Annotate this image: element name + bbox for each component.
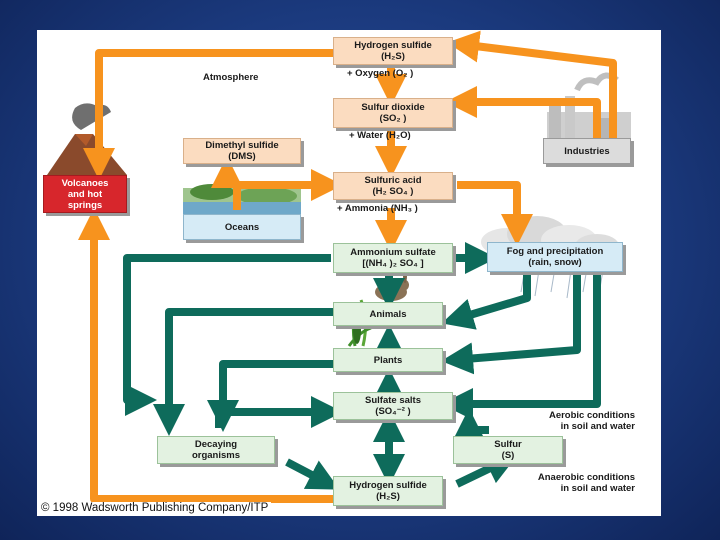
industries-box: Industries bbox=[543, 138, 631, 164]
box-label: Plants bbox=[373, 354, 403, 366]
box-formula: (H₂ SO₄ ) bbox=[372, 186, 414, 197]
aerobic-conditions-label: Aerobic conditions in soil and water bbox=[507, 410, 635, 432]
box-label: springs bbox=[67, 199, 103, 211]
box-label: Sulfate salts bbox=[365, 395, 421, 406]
volcano-illustration bbox=[47, 103, 127, 175]
volcanoes-hot-springs-box: Volcanoes and hot springs bbox=[43, 175, 127, 213]
oceans-box: Oceans bbox=[183, 214, 301, 240]
plants-box: Plants bbox=[333, 348, 443, 372]
box-label: Hydrogen sulfide bbox=[349, 480, 427, 491]
copyright-notice: © 1998 Wadsworth Publishing Company/ITP bbox=[38, 502, 272, 514]
box-formula: (SO₂ ) bbox=[379, 113, 407, 124]
volcano-emission-arrow bbox=[83, 49, 333, 180]
ammonium-sulfate-box: Ammonium sulfate [(NH₄ )₂ SO₄ ] bbox=[333, 243, 453, 273]
orange-arrows bbox=[78, 30, 617, 503]
h2so4-to-fog-arrow bbox=[457, 181, 533, 246]
fog-precipitation-box: Fog and precipitation (rain, snow) bbox=[487, 242, 623, 272]
decaying-organisms-box: Decaying organisms bbox=[157, 436, 275, 464]
animals-to-decaying-arrow bbox=[153, 308, 333, 436]
industry-plant-illustration bbox=[547, 72, 631, 138]
box-label: Sulfur bbox=[494, 439, 522, 450]
box-formula: (S) bbox=[501, 450, 515, 461]
sulfur-to-sulfate-arrow bbox=[453, 408, 489, 440]
box-label: Sulfuric acid bbox=[364, 175, 422, 186]
anaerobic-line-2: in soil and water bbox=[560, 483, 635, 494]
box-formula: (H₂S) bbox=[376, 491, 400, 502]
h2s-to-sulfur-arrow bbox=[455, 454, 518, 488]
atmosphere-label: Atmosphere bbox=[203, 72, 259, 83]
box-label: Sulfur dioxide bbox=[361, 102, 425, 113]
h2s-to-volcano-arrow bbox=[78, 208, 333, 503]
sulfuric-acid-box: Sulfuric acid (H₂ SO₄ ) bbox=[333, 172, 453, 200]
sulfate-salts-box: Sulfate salts (SO₄⁻² ) bbox=[333, 392, 453, 420]
sulfur-dioxide-box: Sulfur dioxide (SO₂ ) bbox=[333, 98, 453, 128]
dimethyl-sulfide-box: Dimethyl sulfide (DMS) bbox=[183, 138, 301, 164]
anaerobic-line-1: Anaerobic conditions bbox=[537, 472, 635, 483]
box-label: Fog and precipitation bbox=[506, 246, 604, 257]
box-label: and hot bbox=[67, 188, 103, 200]
box-label: Oceans bbox=[224, 221, 260, 233]
industries-to-h2s-arrow bbox=[447, 30, 617, 138]
hydrogen-sulfide-soil-box: Hydrogen sulfide (H₂S) bbox=[333, 476, 443, 506]
box-label: Decaying bbox=[194, 439, 238, 450]
decaying-to-sulfate-arrow bbox=[215, 396, 343, 428]
aerobic-line-1: Aerobic conditions bbox=[548, 410, 635, 421]
decaying-to-h2s-arrow bbox=[285, 458, 340, 490]
box-label: Industries bbox=[564, 145, 610, 157]
box-label: Dimethyl sulfide bbox=[205, 140, 279, 151]
animals-box: Animals bbox=[333, 302, 443, 326]
box-formula: [(NH₄ )₂ SO₄ ] bbox=[362, 258, 424, 269]
ammonia-label: + Ammonia (NH₃ ) bbox=[337, 203, 418, 214]
plants-to-decaying-arrow bbox=[207, 360, 333, 432]
hydrogen-sulfide-atmosphere-box: Hydrogen sulfide (H₂S) bbox=[333, 37, 453, 65]
box-formula: (rain, snow) bbox=[528, 257, 582, 268]
box-label: Volcanoes bbox=[61, 177, 109, 189]
fog-to-animals-arrow bbox=[441, 274, 531, 330]
box-formula: (DMS) bbox=[228, 151, 256, 162]
box-label: Animals bbox=[369, 308, 407, 320]
sulfur-box: Sulfur (S) bbox=[453, 436, 563, 464]
oxygen-label: + Oxygen (O₂ ) bbox=[347, 68, 414, 79]
box-formula: (SO₄⁻² ) bbox=[375, 406, 411, 417]
box-label: Ammonium sulfate bbox=[350, 247, 436, 258]
fog-to-sulfate-arrow bbox=[441, 274, 601, 420]
ocean-landscape-illustration bbox=[183, 184, 301, 214]
water-label: + Water (H₂O) bbox=[349, 130, 411, 141]
nh4so4-to-decaying-arrow bbox=[123, 254, 331, 416]
aerobic-line-2: in soil and water bbox=[560, 421, 635, 432]
anaerobic-conditions-label: Anaerobic conditions in soil and water bbox=[501, 472, 635, 494]
teal-arrows bbox=[123, 242, 601, 490]
industries-to-so2-arrow bbox=[445, 86, 601, 138]
box-label: Hydrogen sulfide bbox=[354, 40, 432, 51]
box-label: organisms bbox=[191, 450, 241, 461]
fog-to-plants-arrow bbox=[441, 274, 581, 375]
box-formula: (H₂S) bbox=[381, 51, 405, 62]
sulfur-cycle-diagram: Hydrogen sulfide (H₂S) Sulfur dioxide (S… bbox=[37, 30, 661, 516]
oceans-to-h2so4-arrow bbox=[233, 169, 343, 210]
